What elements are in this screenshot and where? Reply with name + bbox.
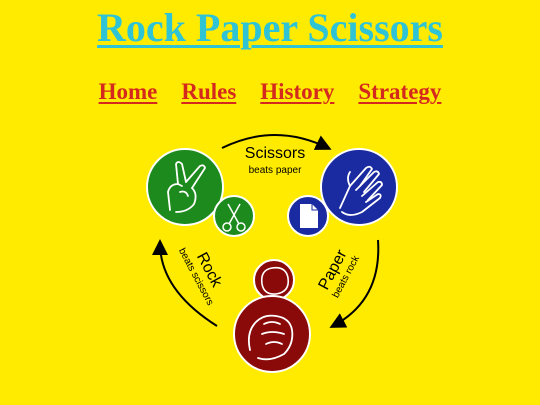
scissors-beats-label: beats paper xyxy=(249,165,302,176)
scissors-small-icon xyxy=(213,195,255,237)
page-title: Rock Paper Scissors xyxy=(97,5,443,50)
paper-hand-icon[interactable] xyxy=(320,148,398,226)
nav-link-home[interactable]: Home xyxy=(98,79,158,104)
main-nav: Home Rules History Strategy xyxy=(0,78,540,106)
rock-fist-icon[interactable] xyxy=(233,295,311,373)
nav-link-history[interactable]: History xyxy=(260,79,335,104)
rock-small-icon xyxy=(253,259,295,301)
nav-link-rules[interactable]: Rules xyxy=(181,79,237,104)
arrow-scissors-to-paper xyxy=(221,134,332,150)
nav-link-strategy[interactable]: Strategy xyxy=(358,79,442,104)
arrow-paper-to-rock xyxy=(329,239,380,328)
scissors-label: Scissors xyxy=(245,145,305,162)
scissors-hand-icon[interactable] xyxy=(146,148,224,226)
arrow-rock-to-scissors xyxy=(152,239,218,327)
paper-small-icon xyxy=(287,195,329,237)
